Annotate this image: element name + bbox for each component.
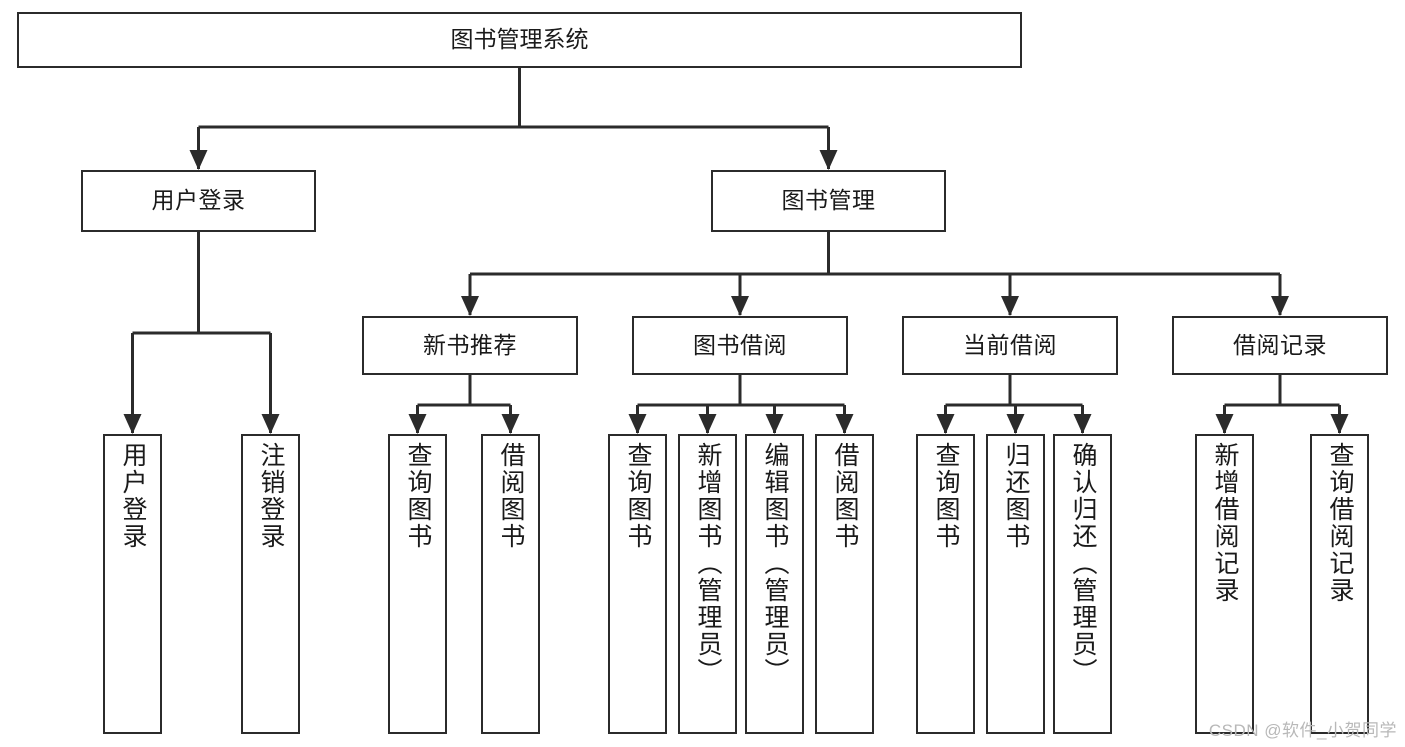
node-new-book-recommend[interactable]: 新书推荐 <box>362 316 578 375</box>
node-edit-book[interactable]: 编辑图书（管理员） <box>745 434 804 734</box>
node-query-book-rec[interactable]: 查询图书 <box>388 434 447 734</box>
node-label: 借阅图书 <box>831 442 859 550</box>
node-label: 编辑图书（管理员） <box>761 442 789 685</box>
node-borrow-book[interactable]: 借阅图书 <box>815 434 874 734</box>
node-label: 注销登录 <box>257 442 285 550</box>
node-logout[interactable]: 注销登录 <box>241 434 300 734</box>
node-borrow-record[interactable]: 借阅记录 <box>1172 316 1388 375</box>
node-query-record[interactable]: 查询借阅记录 <box>1310 434 1369 734</box>
node-label: 查询借阅记录 <box>1326 442 1354 604</box>
node-query-book-current[interactable]: 查询图书 <box>916 434 975 734</box>
node-current-borrow[interactable]: 当前借阅 <box>902 316 1118 375</box>
node-book-manage[interactable]: 图书管理 <box>711 170 946 232</box>
node-label: 新增借阅记录 <box>1211 442 1239 604</box>
node-label: 归还图书 <box>1002 442 1030 550</box>
node-label: 用户登录 <box>151 187 246 214</box>
node-query-book-borrow[interactable]: 查询图书 <box>608 434 667 734</box>
node-return-book[interactable]: 归还图书 <box>986 434 1045 734</box>
node-label: 确认归还（管理员） <box>1069 442 1097 685</box>
node-label: 新书推荐 <box>423 331 517 358</box>
watermark: CSDN @软件_小贺同学 <box>1208 721 1397 740</box>
node-confirm-return[interactable]: 确认归还（管理员） <box>1053 434 1112 734</box>
node-label: 借阅图书 <box>497 442 525 550</box>
node-borrow-book-rec[interactable]: 借阅图书 <box>481 434 540 734</box>
node-label: 图书管理 <box>781 187 876 214</box>
node-label: 图书借阅 <box>693 331 787 358</box>
node-label: 图书管理系统 <box>450 26 589 53</box>
node-book-borrow[interactable]: 图书借阅 <box>632 316 848 375</box>
node-label: 查询图书 <box>932 442 960 550</box>
node-add-book[interactable]: 新增图书（管理员） <box>678 434 737 734</box>
node-label: 当前借阅 <box>963 331 1057 358</box>
node-label: 查询图书 <box>624 442 652 550</box>
node-root[interactable]: 图书管理系统 <box>17 12 1022 68</box>
node-label: 用户登录 <box>119 442 147 550</box>
node-user-login[interactable]: 用户登录 <box>81 170 316 232</box>
node-add-record[interactable]: 新增借阅记录 <box>1195 434 1254 734</box>
node-label: 查询图书 <box>404 442 432 550</box>
node-label: 借阅记录 <box>1233 331 1327 358</box>
node-label: 新增图书（管理员） <box>694 442 722 685</box>
node-user-login[interactable]: 用户登录 <box>103 434 162 734</box>
